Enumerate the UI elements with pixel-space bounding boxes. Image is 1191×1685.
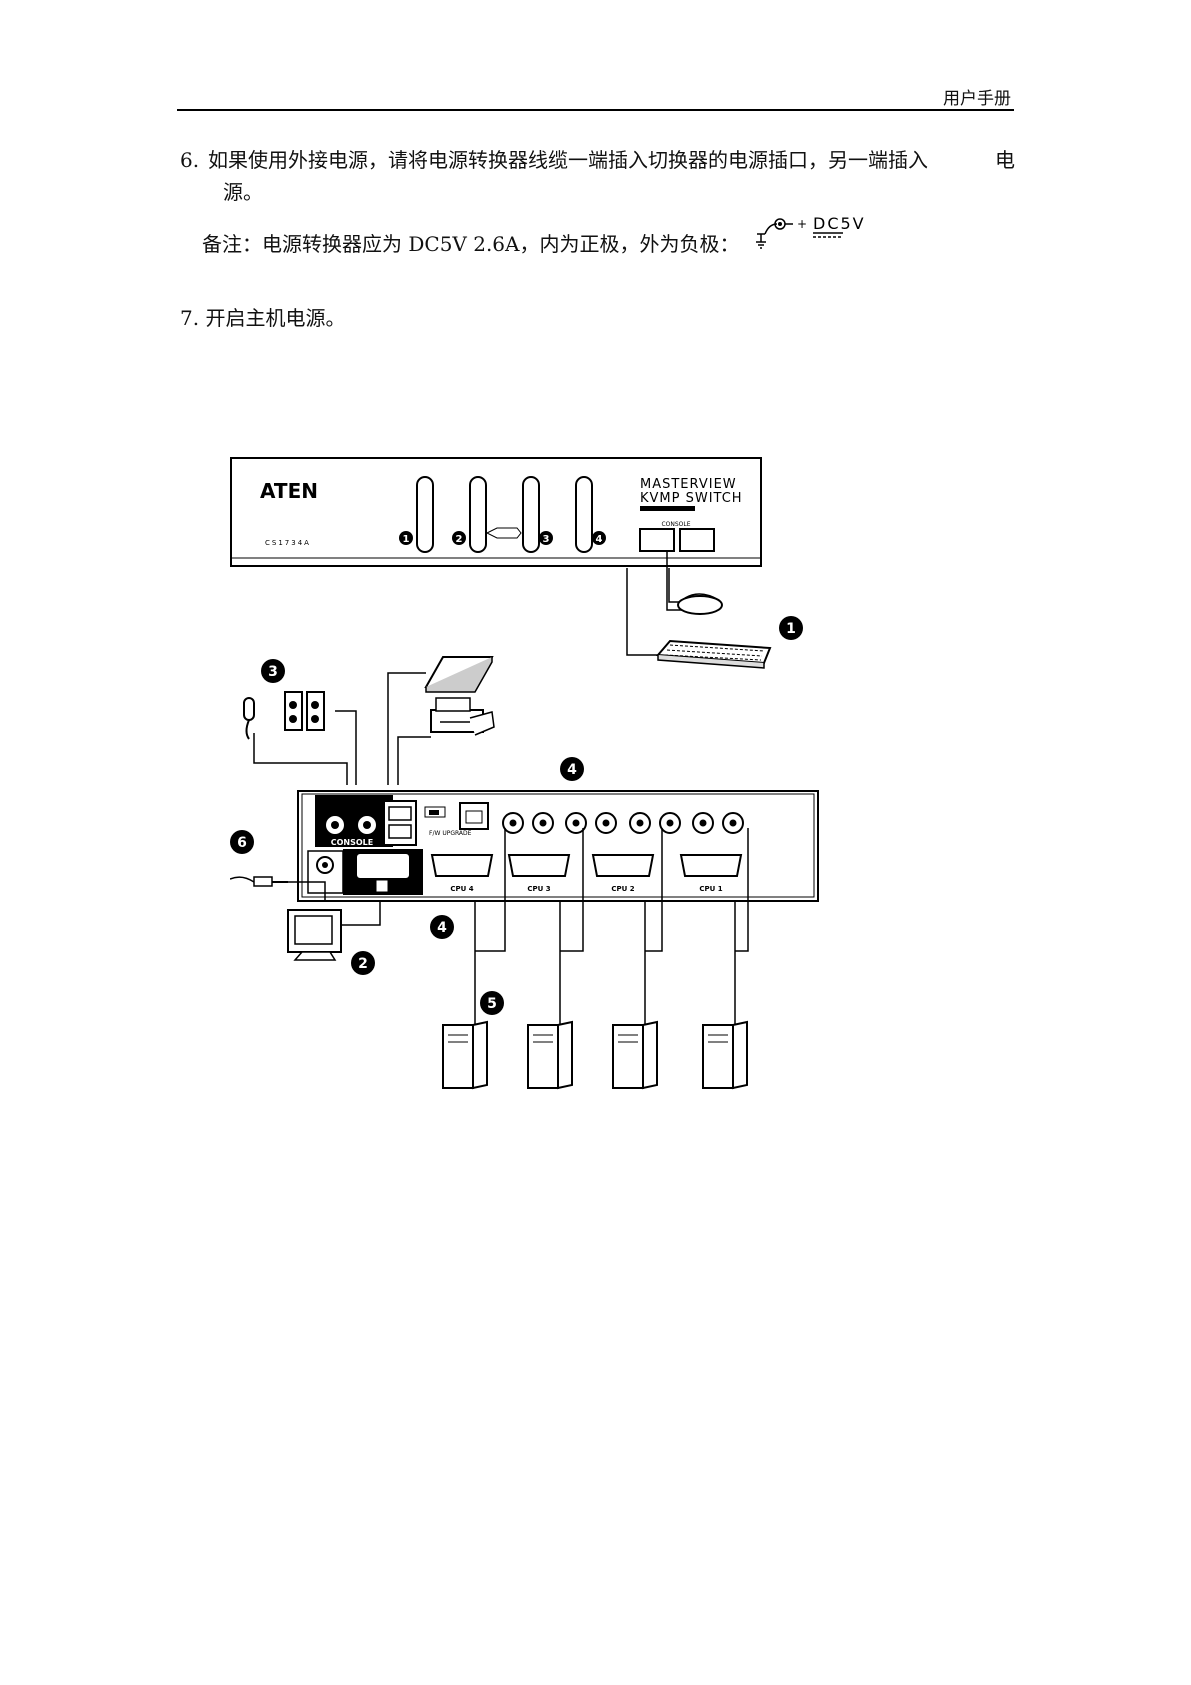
computer-tower-icon bbox=[528, 1022, 572, 1088]
header-title: 用户手册 bbox=[943, 84, 1011, 109]
callout-1: 1 bbox=[779, 616, 803, 640]
callout-4-top: 4 bbox=[560, 757, 584, 781]
step-7: 7. 开启主机电源。 bbox=[180, 302, 345, 334]
printer-icon bbox=[431, 698, 494, 735]
step-6-text: 如果使用外接电源，请将电源转换器线缆一端插入切换器的电源插口，另一端插入 bbox=[208, 148, 928, 172]
callout-6-label: 6 bbox=[237, 835, 247, 851]
callout-2-label: 2 bbox=[358, 956, 368, 972]
front-product-line-2: KVMP SWITCH bbox=[640, 491, 743, 506]
front-console-label: CONSOLE bbox=[661, 521, 690, 528]
step-6-continuation: 源。 bbox=[223, 176, 263, 208]
computer-tower-icon bbox=[613, 1022, 657, 1088]
speakers-icon bbox=[285, 692, 324, 730]
callout-3: 3 bbox=[261, 659, 285, 683]
rear-cpu-1: CPU 1 bbox=[699, 885, 722, 893]
kvm-rear-panel: CONSOLE F/W UPGRADE bbox=[298, 791, 818, 901]
rear-console-label: CONSOLE bbox=[331, 838, 374, 847]
step-7-text: 开启主机电源。 bbox=[205, 306, 345, 330]
callout-6: 6 bbox=[230, 830, 254, 854]
front-port-4: 4 bbox=[596, 534, 603, 545]
rear-cpu-4: CPU 4 bbox=[450, 885, 473, 893]
callout-4-top-label: 4 bbox=[567, 762, 577, 778]
front-brand-logo: ATEN bbox=[260, 479, 318, 503]
callout-4-bottom-label: 4 bbox=[437, 920, 447, 936]
rear-cpu-2: CPU 2 bbox=[611, 885, 634, 893]
front-product-line-1: MASTERVIEW bbox=[640, 477, 737, 492]
callout-1-label: 1 bbox=[786, 621, 796, 637]
keyboard-icon bbox=[658, 641, 770, 668]
kvm-front-panel: ATEN CS1734A 1 2 3 4 MASTERVIEW KVMP SWI… bbox=[231, 458, 761, 566]
microphone-icon bbox=[244, 698, 254, 739]
step-7-number: 7. bbox=[180, 306, 199, 330]
step-6-tail: 电 bbox=[995, 144, 1015, 176]
computer-tower-icon bbox=[443, 1022, 487, 1088]
step-6-number: 6. bbox=[180, 144, 208, 176]
rear-cpu-3: CPU 3 bbox=[527, 885, 550, 893]
power-note: 备注：电源转换器应为 DC5V 2.6A，内为正极，外为负极： bbox=[202, 230, 739, 258]
usb-drive-icon bbox=[426, 657, 492, 692]
callout-5: 5 bbox=[480, 991, 504, 1015]
callout-2: 2 bbox=[351, 951, 375, 975]
computer-tower-icon bbox=[703, 1022, 747, 1088]
mouse-icon bbox=[678, 594, 722, 614]
callout-3-label: 3 bbox=[268, 664, 278, 680]
monitor-icon bbox=[288, 910, 341, 960]
power-adapter-icon bbox=[230, 877, 288, 886]
step-6: 6.如果使用外接电源，请将电源转换器线缆一端插入切换器的电源插口，另一端插入 电… bbox=[180, 144, 1020, 176]
rear-fw-label: F/W UPGRADE bbox=[429, 830, 472, 837]
front-model-text: CS1734A bbox=[265, 539, 311, 547]
callout-4-bottom: 4 bbox=[430, 915, 454, 939]
dc-polarity-icon: + DC5V bbox=[755, 216, 885, 250]
svg-text:+: + bbox=[797, 217, 807, 231]
header-rule bbox=[177, 109, 1014, 111]
callout-5-label: 5 bbox=[487, 996, 497, 1012]
front-port-1: 1 bbox=[403, 534, 410, 545]
front-port-2: 2 bbox=[456, 534, 463, 545]
connection-diagram: ATEN CS1734A 1 2 3 4 MASTERVIEW KVMP SWI… bbox=[230, 455, 830, 1095]
front-port-3: 3 bbox=[543, 534, 550, 545]
dc-label: DC5V bbox=[813, 216, 866, 233]
